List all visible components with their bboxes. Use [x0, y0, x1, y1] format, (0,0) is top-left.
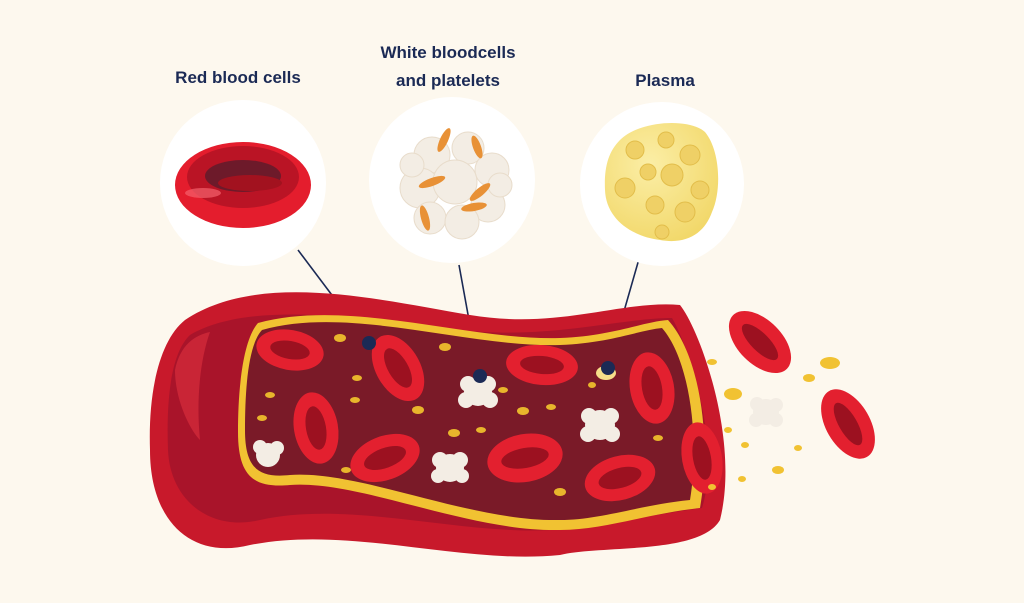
- label-plasma: Plasma: [635, 67, 695, 95]
- label-white-line1: White bloodcells: [380, 43, 516, 62]
- connector-dot-white: [473, 369, 487, 383]
- white-blood-cells-in-vessel: [253, 376, 620, 483]
- vessel-contents: [253, 329, 675, 502]
- red-blood-cells-in-vessel: [256, 329, 675, 502]
- label-white-blood-cells: White bloodcells and platelets: [380, 39, 515, 95]
- white-cell-detail-circle: [369, 97, 535, 263]
- plasma-detail-circle: [580, 102, 744, 266]
- connector-dots: [362, 336, 615, 383]
- platelet-icons: [418, 128, 491, 231]
- label-white-line2: and platelets: [396, 71, 500, 90]
- label-plasma-text: Plasma: [635, 71, 695, 90]
- label-red-blood-cells: Red blood cells: [175, 64, 301, 92]
- label-red-blood-cells-text: Red blood cells: [175, 68, 301, 87]
- red-cell-detail-circle: [160, 100, 326, 266]
- escaping-cells: [681, 310, 875, 494]
- blood-vessel: [149, 292, 726, 557]
- connector-dot-red: [362, 336, 376, 350]
- platelets-in-vessel: [257, 334, 663, 496]
- connector-dot-plasma: [601, 361, 615, 375]
